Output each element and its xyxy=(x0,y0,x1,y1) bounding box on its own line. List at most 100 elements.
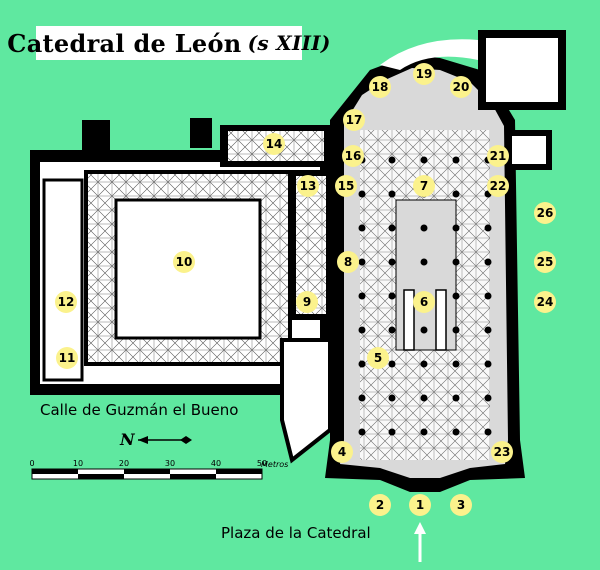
title-century: (s XIII) xyxy=(247,31,331,55)
marker-22: 22 xyxy=(487,175,509,197)
marker-6: 6 xyxy=(413,291,435,313)
marker-11: 11 xyxy=(56,347,78,369)
column-dot xyxy=(452,156,460,164)
column-dot xyxy=(420,428,428,436)
marker-label: 22 xyxy=(490,179,507,193)
scale-unit: Metros xyxy=(261,460,289,469)
marker-label: 18 xyxy=(372,80,389,94)
marker-label: 1 xyxy=(416,498,424,512)
marker-10: 10 xyxy=(173,251,195,273)
scale-tick-label: 20 xyxy=(119,459,129,468)
marker-label: 14 xyxy=(266,137,283,151)
marker-8: 8 xyxy=(337,251,359,273)
north-label: N xyxy=(120,430,135,449)
marker-23: 23 xyxy=(491,441,513,463)
marker-24: 24 xyxy=(534,291,556,313)
column-dot xyxy=(358,258,366,266)
marker-label: 2 xyxy=(376,498,384,512)
marker-21: 21 xyxy=(487,145,509,167)
marker-label: 20 xyxy=(453,80,470,94)
column-dot xyxy=(420,258,428,266)
column-dot xyxy=(358,292,366,300)
marker-label: 6 xyxy=(420,295,428,309)
marker-19: 19 xyxy=(413,63,435,85)
marker-label: 26 xyxy=(537,206,554,220)
north-arrow xyxy=(138,436,192,444)
column-dot xyxy=(484,326,492,334)
marker-label: 11 xyxy=(59,351,76,365)
column-dot xyxy=(452,326,460,334)
column-dot xyxy=(388,156,396,164)
column-dot xyxy=(484,224,492,232)
marker-label: 24 xyxy=(537,295,554,309)
column-dot xyxy=(388,190,396,198)
column-dot xyxy=(388,360,396,368)
marker-26: 26 xyxy=(534,202,556,224)
marker-label: 21 xyxy=(490,149,507,163)
marker-label: 5 xyxy=(374,351,382,365)
marker-3: 3 xyxy=(450,494,472,516)
cathedral-body xyxy=(325,30,566,492)
marker-label: 7 xyxy=(420,179,428,193)
column-dot xyxy=(484,258,492,266)
title-main: Catedral de León xyxy=(7,28,242,58)
marker-label: 8 xyxy=(344,255,352,269)
marker-16: 16 xyxy=(342,145,364,167)
marker-label: 9 xyxy=(303,295,311,309)
map-title: Catedral de León (s XIII) xyxy=(7,26,330,60)
column-dot xyxy=(484,428,492,436)
column-dot xyxy=(388,292,396,300)
scale-tick-label: 50 xyxy=(257,459,267,468)
marker-label: 23 xyxy=(494,445,511,459)
column-dot xyxy=(358,224,366,232)
scale-tick-label: 10 xyxy=(73,459,83,468)
marker-25: 25 xyxy=(534,251,556,273)
plaza-label: Plaza de la Catedral xyxy=(221,524,371,542)
cloister xyxy=(30,118,330,395)
marker-15: 15 xyxy=(335,175,357,197)
street-label: Calle de Guzmán el Bueno xyxy=(40,401,239,419)
marker-20: 20 xyxy=(450,76,472,98)
column-dot xyxy=(388,224,396,232)
marker-18: 18 xyxy=(369,76,391,98)
marker-label: 17 xyxy=(346,113,363,127)
column-dot xyxy=(358,394,366,402)
column-dot xyxy=(484,394,492,402)
marker-label: 13 xyxy=(300,179,317,193)
marker-label: 12 xyxy=(58,295,75,309)
marker-17: 17 xyxy=(343,109,365,131)
marker-2: 2 xyxy=(369,494,391,516)
marker-14: 14 xyxy=(263,133,285,155)
marker-9: 9 xyxy=(296,291,318,313)
column-dot xyxy=(358,326,366,334)
column-dot xyxy=(358,190,366,198)
marker-label: 19 xyxy=(416,67,433,81)
marker-label: 16 xyxy=(345,149,362,163)
column-dot xyxy=(420,224,428,232)
column-dot xyxy=(358,428,366,436)
marker-label: 10 xyxy=(176,255,193,269)
marker-1: 1 xyxy=(409,494,431,516)
marker-5: 5 xyxy=(367,347,389,369)
column-dot xyxy=(452,394,460,402)
marker-4: 4 xyxy=(331,441,353,463)
column-dot xyxy=(420,360,428,368)
column-dot xyxy=(452,292,460,300)
column-dot xyxy=(452,190,460,198)
marker-label: 4 xyxy=(338,445,346,459)
column-dot xyxy=(388,428,396,436)
column-dot xyxy=(452,224,460,232)
column-dot xyxy=(452,258,460,266)
column-dot xyxy=(388,258,396,266)
column-dot xyxy=(420,326,428,334)
scale-tick-label: 30 xyxy=(165,459,175,468)
column-dot xyxy=(420,394,428,402)
marker-7: 7 xyxy=(413,175,435,197)
marker-12: 12 xyxy=(55,291,77,313)
column-dot xyxy=(452,428,460,436)
scale-tick-label: 0 xyxy=(29,459,34,468)
column-dot xyxy=(388,326,396,334)
